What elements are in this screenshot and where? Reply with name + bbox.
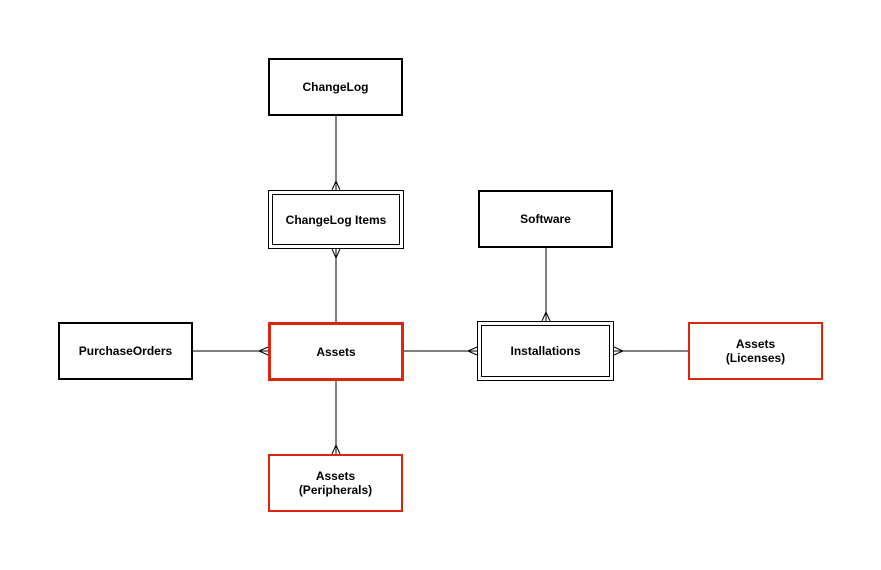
entity-purchase-orders[interactable]: PurchaseOrders: [58, 322, 193, 380]
entity-label: ChangeLog: [302, 80, 369, 94]
entity-label: Installations: [510, 344, 581, 358]
entity-label: ChangeLog Items: [285, 212, 387, 227]
relationship-assets-installations: [404, 346, 478, 356]
entity-assets-licenses[interactable]: Assets (Licenses): [688, 322, 823, 380]
crows-foot-icon: [257, 346, 269, 356]
relationship-assets-peripherals: [331, 381, 341, 455]
crows-foot-icon: [541, 310, 551, 322]
entity-software[interactable]: Software: [478, 190, 613, 248]
entity-label: Assets (Peripherals): [298, 469, 373, 497]
relationship-installations-licenses: [613, 346, 688, 356]
entity-assets[interactable]: Assets: [268, 322, 404, 381]
entity-assets-peripherals[interactable]: Assets (Peripherals): [268, 454, 403, 512]
crows-foot-icon: [331, 443, 341, 455]
relationship-purchaseorders-assets: [193, 346, 269, 356]
entity-changelog[interactable]: ChangeLog: [268, 58, 403, 116]
crows-foot-icon: [466, 346, 478, 356]
crows-foot-icon: [331, 179, 341, 191]
entity-label: Assets: [316, 344, 356, 359]
entity-label: Assets (Licenses): [725, 337, 786, 365]
entity-changelog-items[interactable]: ChangeLog Items: [268, 190, 404, 249]
entity-label: Software: [520, 212, 571, 226]
relationship-software-installations: [541, 248, 551, 322]
crows-foot-icon: [613, 346, 625, 356]
crows-foot-icon: [331, 248, 341, 260]
relationship-changelog-changelogitems: [331, 116, 341, 191]
entity-label: PurchaseOrders: [78, 344, 173, 358]
entity-installations[interactable]: Installations: [477, 321, 614, 381]
relationship-changelogitems-assets: [331, 248, 341, 322]
